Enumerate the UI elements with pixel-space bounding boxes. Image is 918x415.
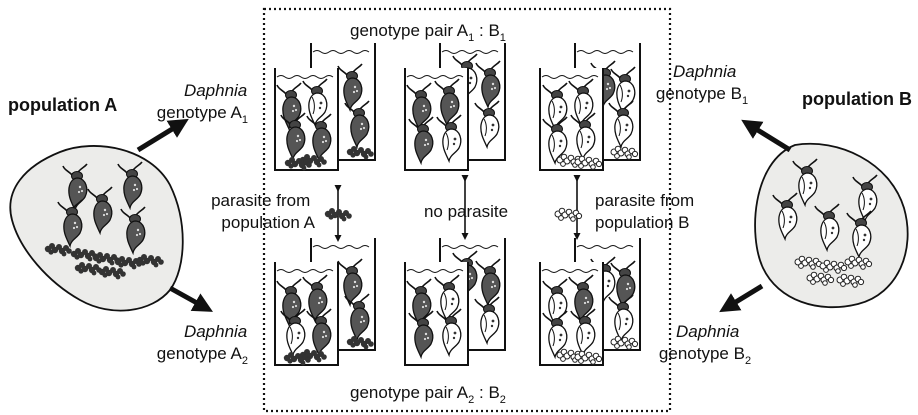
bottom-genotype-pair-label: genotype pair A2 : B2: [350, 383, 506, 406]
beaker-front: [539, 68, 604, 171]
arrow-to-genotype-a2: [168, 285, 213, 312]
population-a-title: population A: [8, 95, 117, 115]
population-b-title: population B: [802, 89, 912, 109]
experiment-frame: [262, 7, 672, 413]
genotype-a1-label: Daphnia genotype A1: [157, 81, 252, 126]
beaker-pair-top-middle: [404, 43, 506, 171]
genotype-b2-label: Daphnia genotype B2: [659, 322, 751, 367]
beaker-pair-bottom-left: [274, 238, 376, 366]
arrow-to-genotype-b1: [741, 119, 792, 153]
arrow-to-genotype-a1: [136, 118, 189, 153]
arrow-to-genotype-b2: [719, 283, 764, 313]
beaker-pair-top-right: [539, 43, 641, 171]
genotype-b1-label: Daphnia genotype B1: [656, 62, 748, 107]
beaker-pair-bottom-right: [539, 238, 641, 366]
beaker-pair-bottom-middle: [404, 238, 506, 366]
treatment-left-label: parasite from population A: [211, 191, 316, 232]
genotype-a2-label: Daphnia genotype A2: [157, 322, 252, 367]
beaker-pair-top-left: [274, 43, 376, 171]
treatment-right-label: parasite from population B: [595, 191, 699, 232]
top-genotype-pair-label: genotype pair A1 : B1: [350, 21, 506, 44]
beaker-front: [404, 68, 469, 171]
beaker-front: [404, 262, 469, 366]
treatment-middle-label: no parasite: [424, 202, 508, 221]
population-a-pond: [9, 145, 184, 312]
beaker-front: [274, 262, 339, 366]
beaker-front: [539, 262, 604, 366]
beaker-front: [274, 68, 339, 171]
